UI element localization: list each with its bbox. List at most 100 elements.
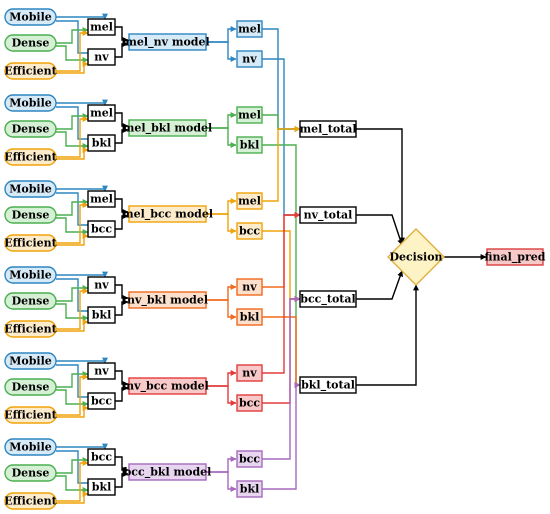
pipeline-4-out-a-to-nv-total [262, 212, 301, 288]
pipeline-6-feat-a-to-model [115, 456, 129, 473]
pipeline-6-feature-a-box: bcc [87, 448, 116, 466]
pipeline-4-feature-a-box: nv [87, 276, 116, 294]
pipeline-1-dense-input: Dense [4, 34, 57, 52]
pipeline-6-dense-to-a [56, 457, 89, 474]
pipeline-1-feat-b-to-model [115, 41, 129, 58]
mel-total-box: mel_total [299, 120, 357, 138]
pipeline-3-feature-a-box: mel [87, 190, 116, 208]
pipeline-6-model-to-out-b [206, 471, 237, 492]
pipeline-4-dense-input-label: Dense [12, 295, 50, 308]
pipeline-3-output-b-box-label: bcc [239, 225, 260, 238]
pipeline-5-feature-b-box: bcc [87, 392, 116, 410]
pipeline-1-output-a-box: mel [236, 20, 263, 38]
pipeline-3-feat-b-to-model [115, 213, 129, 230]
pipeline-3-mobile-input-shape [4, 180, 57, 198]
pipeline-2-model-to-out-b [206, 127, 237, 148]
pipeline-6-mobile-input-label: Mobile [9, 441, 52, 454]
pipeline-6-efficient-to-b [56, 491, 89, 504]
pipeline-3-output-a-box-label: mel [238, 195, 261, 208]
nv-total-box-shape [299, 206, 357, 224]
pipeline-2-output-a-box-shape [236, 106, 263, 124]
pipeline-3-output-b-box-shape [236, 222, 263, 240]
final-pred-box: final_pred [485, 248, 546, 266]
pipeline-6-mobile-input-shape [4, 438, 57, 456]
pipeline-2-out-a-to-mel-total [262, 114, 301, 132]
pipeline-4-efficient-input-label: Efficient [4, 323, 57, 336]
nv-total-box: nv_total [299, 206, 357, 224]
pipeline-2-dense-input-shape [4, 120, 57, 138]
pipeline-2-efficient-input-label: Efficient [4, 151, 57, 164]
pipeline-5-model-box: nv_bcc model [126, 377, 209, 395]
pipeline-6-feature-a-box-label: bcc [91, 451, 112, 464]
pipeline-2-dense-to-a [56, 113, 89, 130]
pipeline-4-feat-b-to-model [115, 299, 129, 316]
pipeline-3-dense-input: Dense [4, 206, 57, 224]
pipeline-3-dense-input-label: Dense [12, 209, 50, 222]
pipeline-2-model-box: mel_bkl model [123, 119, 212, 137]
pipeline-6-dense-input-shape [4, 464, 57, 482]
pipeline-6-model-box-label: bcc_bkl model [124, 466, 212, 480]
pipeline-4-dense-input-shape [4, 292, 57, 310]
pipeline-1-out-a-to-mel-total [262, 28, 301, 132]
pipeline-1-mobile-input-label: Mobile [9, 11, 52, 24]
pipeline-5-out-a-to-nv-total [262, 212, 301, 374]
pipeline-1-feature-b-box-label: nv [94, 51, 109, 64]
pipeline-2-efficient-to-b [56, 147, 89, 160]
pipeline-6-output-a-box-shape [236, 450, 263, 468]
nv-total-box-label: nv_total [304, 209, 353, 223]
pipeline-3-model-box-shape [128, 205, 207, 223]
pipeline-1-output-b-box: nv [236, 50, 263, 68]
pipeline-6-output-b-box: bkl [236, 480, 263, 498]
pipeline-3-feature-a-box-label: mel [90, 193, 113, 206]
final-pred-box-shape [486, 248, 544, 266]
pipeline-3-efficient-input: Efficient [4, 234, 58, 252]
pipeline-3-feature-b-box: bcc [87, 220, 116, 238]
bkl-total-box-label: bkl_total [301, 379, 355, 393]
pipeline-3-dense-to-b [56, 217, 89, 235]
decision-node: Decision [387, 228, 445, 286]
pipeline-4-dense-to-a [56, 285, 89, 302]
pipeline-5-output-b-box-label: bcc [239, 397, 260, 410]
pipeline-1-dense-to-b [56, 45, 89, 63]
pipeline-3-out-b-to-bcc-total [262, 230, 301, 302]
pipeline-6-feature-a-box-shape [87, 448, 116, 466]
pipeline-3-mobile-input: Mobile [4, 180, 57, 198]
pipeline-1-feat-a-to-model [115, 26, 129, 43]
pipeline-3-out-a-to-mel-total [262, 126, 301, 202]
pipeline-1-efficient-input-label: Efficient [4, 65, 57, 78]
pipeline-1-efficient-input-shape [4, 62, 57, 80]
pipeline-5-model-to-out-b [206, 385, 237, 406]
pipeline-2-efficient-input: Efficient [4, 148, 58, 166]
pipeline-1-dense-to-a [56, 27, 89, 44]
pipeline-5-feature-a-box-label: nv [94, 365, 109, 378]
pipeline-6-output-a-box: bcc [236, 450, 263, 468]
pipeline-2-output-b-box: bkl [236, 136, 263, 154]
bkl-total-box: bkl_total [299, 376, 357, 394]
final-pred-box-label: final_pred [485, 251, 546, 265]
pipeline-2-feat-b-to-model [115, 127, 129, 144]
pipeline-6-efficient-to-a [56, 460, 89, 502]
pipeline-2-output-b-box-label: bkl [240, 139, 260, 152]
pipeline-3-feature-a-box-shape [87, 190, 116, 208]
pipeline-4-model-to-out-b [206, 299, 237, 320]
pipeline-5-feat-b-to-model [115, 385, 129, 402]
pipeline-4-feature-b-box-label: bkl [92, 309, 112, 322]
pipeline-3-output-b-box: bcc [236, 222, 263, 240]
pipeline-2-feature-b-box-label: bkl [92, 137, 112, 150]
pipeline-5-feature-b-box-label: bcc [91, 395, 112, 408]
pipeline-1-model-box: mel_nv model [125, 33, 210, 51]
pipeline-1-out-b-to-nv-total [262, 58, 301, 218]
pipeline-6-efficient-input: Efficient [4, 492, 58, 510]
pipeline-4-feat-a-to-model [115, 284, 129, 301]
pipeline-3-output-a-box-shape [236, 192, 263, 210]
pipeline-4-model-box: nv_bkl model [127, 291, 208, 309]
pipeline-1-efficient-to-b [56, 61, 89, 74]
pipeline-5-feature-a-box: nv [87, 362, 116, 380]
pipeline-6-output-b-box-label: bkl [240, 483, 260, 496]
pipeline-1-mobile-input: Mobile [4, 8, 57, 26]
pipeline-3-efficient-input-label: Efficient [4, 237, 57, 250]
pipeline-2-feature-b-box-shape [87, 134, 116, 152]
pipeline-1-dense-input-shape [4, 34, 57, 52]
pipeline-4-efficient-input-shape [4, 320, 57, 338]
